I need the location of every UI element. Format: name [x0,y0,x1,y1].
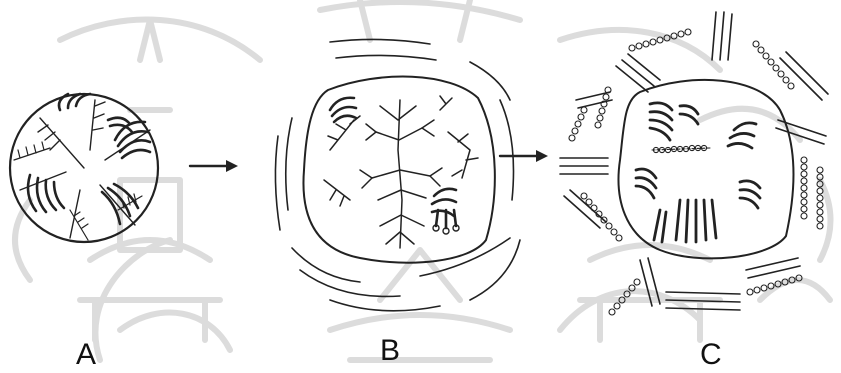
panel-a-figure [10,94,158,242]
label-c: C [700,338,722,371]
label-b: B [380,334,400,367]
panel-b-figure [275,39,520,310]
arrow-b-to-c [500,150,548,162]
label-a: A [76,338,96,371]
panel-c-figure [560,12,828,315]
watermark-seal [15,0,831,360]
arrow-a-to-b [190,160,238,172]
